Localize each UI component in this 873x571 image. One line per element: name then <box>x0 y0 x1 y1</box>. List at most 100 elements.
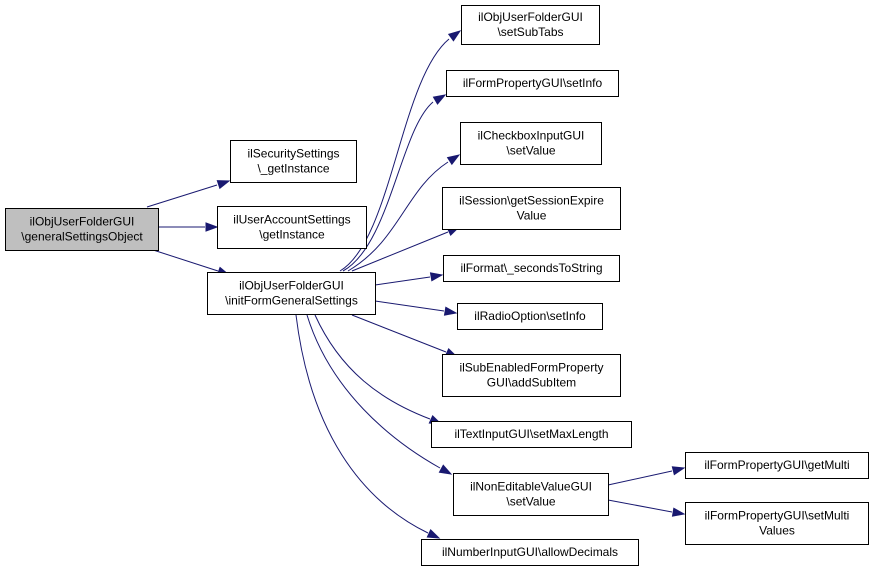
edge-line <box>306 314 441 469</box>
node-label-line: ilFormPropertyGUI\setInfo <box>463 76 603 90</box>
node-ilformat-secondstostring[interactable]: ilFormat\_secondsToString <box>443 255 620 282</box>
node-label-line: \setSubTabs <box>497 25 563 39</box>
edge-line <box>607 499 673 513</box>
node-label-line: ilFormat\_secondsToString <box>460 261 602 275</box>
node-box <box>442 187 621 230</box>
node-label-line: \initFormGeneralSettings <box>225 294 358 308</box>
node-box <box>230 140 357 183</box>
edge-init-to-radio <box>374 300 458 316</box>
node-label-line: ilUserAccountSettings <box>233 213 350 227</box>
node-box <box>217 206 367 249</box>
node-label-line: ilObjUserFolderGUI <box>239 279 344 293</box>
node-box <box>207 272 376 315</box>
node-label-line: ilCheckboxInputGUI <box>478 129 585 143</box>
node-label-line: \generalSettingsObject <box>21 230 143 244</box>
node-label-line: ilSecuritySettings <box>247 147 339 161</box>
edge-init-to-subitem <box>351 314 459 358</box>
node-box <box>431 421 632 448</box>
edge-line <box>347 161 449 272</box>
arrowhead-icon <box>205 222 219 232</box>
node-box <box>443 255 620 282</box>
node-ilradiooption-setinfo[interactable]: ilRadioOption\setInfo <box>457 303 603 330</box>
arrowhead-icon <box>429 272 444 282</box>
node-ilnumberinputgui-allowdecimals[interactable]: ilNumberInputGUI\allowDecimals <box>421 539 639 566</box>
edge-init-to-fmt <box>374 272 444 286</box>
arrowhead-icon <box>446 154 461 166</box>
node-box <box>461 5 600 45</box>
node-ilsecuritysettings-getinstance[interactable]: ilSecuritySettings\_getInstance <box>230 140 357 183</box>
node-box <box>685 502 869 545</box>
edge-nonedit-to-setmulti <box>607 499 686 517</box>
node-box <box>442 354 621 397</box>
arrowhead-icon <box>671 466 686 476</box>
edge-line <box>295 314 429 534</box>
node-label-line: GUI\addSubItem <box>487 376 576 390</box>
node-label-line: ilFormPropertyGUI\getMulti <box>704 458 849 472</box>
node-box <box>421 539 639 566</box>
arrowhead-icon <box>443 306 458 316</box>
node-label-line: ilNumberInputGUI\allowDecimals <box>442 545 618 559</box>
arrowhead-icon <box>432 94 447 105</box>
node-ilcheckboxinputgui-setvalue[interactable]: ilCheckboxInputGUI\setValue <box>460 122 602 165</box>
node-box <box>460 122 602 165</box>
node-ilformpropertygui-setinfo[interactable]: ilFormPropertyGUI\setInfo <box>446 70 619 97</box>
node-ilnoneditablevaluegui-setvalue[interactable]: ilNonEditableValueGUI\setValue <box>453 473 609 516</box>
edge-init-to-decimals <box>295 314 441 539</box>
node-label-line: Values <box>759 524 795 538</box>
node-label-line: ilObjUserFolderGUI <box>30 215 135 229</box>
node-iluseraccountsettings-getinstance[interactable]: ilUserAccountSettings\getInstance <box>217 206 367 249</box>
edges-layer <box>146 30 686 539</box>
node-box <box>685 452 869 479</box>
edge-line <box>374 276 431 286</box>
edge-line <box>342 101 434 272</box>
node-label-line: ilTextInputGUI\setMaxLength <box>454 427 608 441</box>
edge-line <box>351 314 447 353</box>
edge-root-to-init <box>146 247 231 276</box>
node-label-line: ilRadioOption\setInfo <box>474 309 586 323</box>
edge-line <box>146 247 219 272</box>
edge-line <box>314 314 431 420</box>
arrowhead-icon <box>671 507 686 517</box>
node-label-line: ilObjUserFolderGUI <box>478 10 583 24</box>
node-box <box>5 208 159 251</box>
node-label-line: ilFormPropertyGUI\setMulti <box>705 509 850 523</box>
node-label-line: Value <box>517 209 547 223</box>
edge-root-to-uas <box>158 222 219 232</box>
node-ilobjuserfoldergui-generalsettingsobject[interactable]: ilObjUserFolderGUI\generalSettingsObject <box>5 208 159 251</box>
node-ilformpropertygui-getmulti[interactable]: ilFormPropertyGUI\getMulti <box>685 452 869 479</box>
node-ilobjuserfoldergui-setsubtabs[interactable]: ilObjUserFolderGUI\setSubTabs <box>461 5 600 45</box>
edge-line <box>374 300 445 312</box>
arrowhead-icon <box>438 464 453 475</box>
node-label-line: ilNonEditableValueGUI <box>470 480 592 494</box>
arrowhead-icon <box>216 180 231 190</box>
edge-line <box>351 231 449 272</box>
edge-line <box>607 470 673 486</box>
node-label-line: ilSubEnabledFormProperty <box>459 361 603 375</box>
edge-nonedit-to-getmulti <box>607 466 686 486</box>
edge-init-to-subtabs <box>339 30 462 272</box>
edge-init-to-cbval <box>347 154 461 272</box>
arrowhead-icon <box>426 528 441 539</box>
edge-init-to-sess <box>351 226 461 272</box>
node-box <box>457 303 603 330</box>
node-ilobjuserfoldergui-initformgeneralsettings[interactable]: ilObjUserFolderGUI\initFormGeneralSettin… <box>207 272 376 315</box>
node-label-line: \_getInstance <box>257 162 329 176</box>
node-label-line: ilSession\getSessionExpire <box>459 194 604 208</box>
node-label-line: \setValue <box>506 144 555 158</box>
edge-init-to-nonedit <box>306 314 453 475</box>
edge-root-to-sec <box>146 180 231 208</box>
node-label-line: \getInstance <box>259 228 325 242</box>
node-label-line: \setValue <box>506 495 555 509</box>
node-iltextinputgui-setmaxlength[interactable]: ilTextInputGUI\setMaxLength <box>431 421 632 448</box>
edge-line <box>339 38 450 272</box>
edge-init-to-maxlen <box>314 314 443 425</box>
nodes-layer: ilObjUserFolderGUI\generalSettingsObject… <box>5 5 869 566</box>
edge-line <box>146 184 218 208</box>
arrowhead-icon <box>447 30 462 42</box>
node-box <box>453 473 609 516</box>
edge-init-to-fpinfo <box>342 94 447 272</box>
